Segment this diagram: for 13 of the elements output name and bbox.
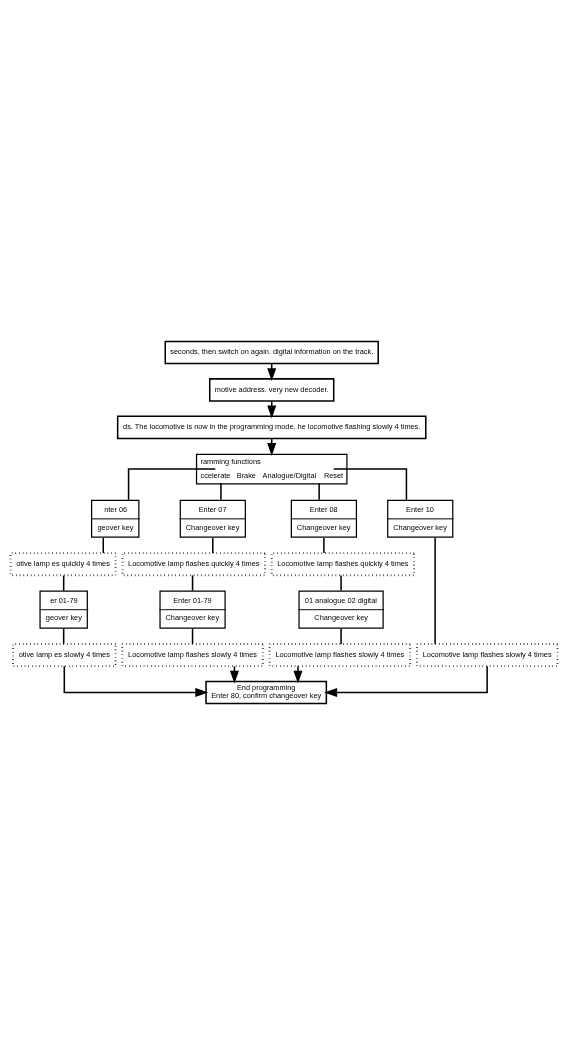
connector bbox=[102, 536, 105, 554]
arrow bbox=[324, 665, 488, 697]
connector bbox=[220, 481, 222, 501]
connector bbox=[323, 536, 325, 554]
arrow bbox=[293, 665, 303, 684]
connector bbox=[434, 536, 436, 645]
connector bbox=[340, 574, 342, 591]
connector bbox=[318, 481, 320, 501]
connector bbox=[212, 536, 214, 554]
connector bbox=[340, 627, 342, 645]
connector bbox=[332, 467, 408, 500]
arrow bbox=[63, 665, 209, 697]
connector bbox=[127, 467, 217, 500]
